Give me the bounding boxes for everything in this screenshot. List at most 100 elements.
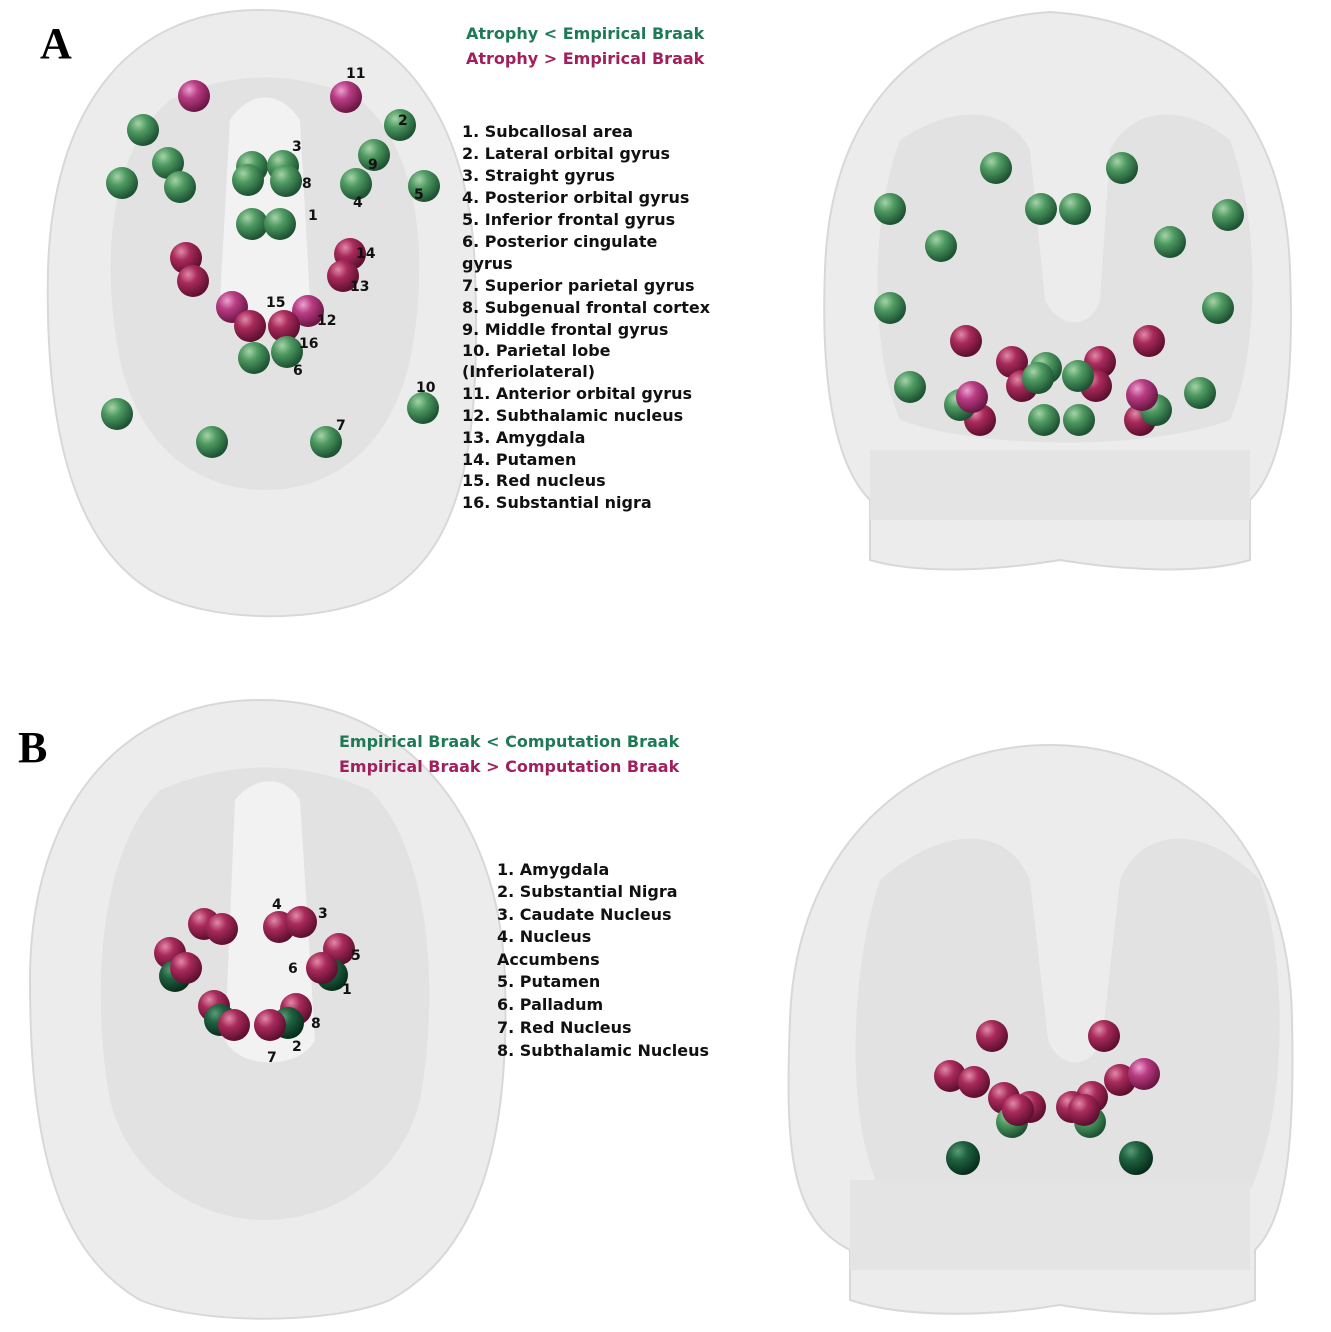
node-label: 2 bbox=[292, 1039, 302, 1055]
node-label: 6 bbox=[293, 363, 303, 379]
node-label: 4 bbox=[272, 897, 282, 913]
node-label: 1 bbox=[342, 982, 352, 998]
node bbox=[1202, 292, 1234, 324]
node-label: 15 bbox=[266, 295, 285, 311]
node bbox=[874, 292, 906, 324]
node-label: 3 bbox=[292, 139, 302, 155]
region-b-8: 8. Subthalamic Nucleus bbox=[497, 1041, 709, 1060]
node bbox=[1002, 1094, 1034, 1126]
region-a-4: 4. Posterior orbital gyrus bbox=[462, 188, 689, 207]
region-a-15: 15. Red nucleus bbox=[462, 471, 606, 490]
node bbox=[1068, 1094, 1100, 1126]
node bbox=[980, 152, 1012, 184]
region-a-16: 16. Substantial nigra bbox=[462, 493, 652, 512]
region-b-1: 1. Amygdala bbox=[497, 860, 609, 879]
region-a-1: 1. Subcallosal area bbox=[462, 122, 633, 141]
node bbox=[1062, 360, 1094, 392]
node bbox=[894, 371, 926, 403]
node bbox=[306, 952, 338, 984]
node bbox=[206, 913, 238, 945]
node bbox=[1025, 193, 1057, 225]
node bbox=[218, 1009, 250, 1041]
node bbox=[1106, 152, 1138, 184]
region-a-5: 5. Inferior frontal gyrus bbox=[462, 210, 675, 229]
node bbox=[1119, 1141, 1153, 1175]
node bbox=[407, 392, 439, 424]
panel-letter-b: B bbox=[18, 723, 47, 772]
node bbox=[1212, 199, 1244, 231]
node bbox=[976, 1020, 1008, 1052]
node-label: 16 bbox=[299, 336, 318, 352]
node bbox=[1154, 226, 1186, 258]
node-label: 8 bbox=[311, 1016, 321, 1032]
brain-coronal-b bbox=[789, 745, 1293, 1314]
region-b-4: 4. Nucleus bbox=[497, 927, 591, 946]
node-label: 5 bbox=[351, 948, 361, 964]
legend-b-greater: Empirical Braak > Computation Braak bbox=[339, 757, 680, 776]
node-label: 7 bbox=[267, 1050, 277, 1066]
node-label: 6 bbox=[288, 961, 298, 977]
panel-b: B Empirical Braak < Computation Braak Em… bbox=[18, 700, 1293, 1319]
node bbox=[1059, 193, 1091, 225]
node bbox=[950, 325, 982, 357]
node-label: 1 bbox=[308, 208, 318, 224]
node-label: 8 bbox=[302, 176, 312, 192]
node bbox=[196, 426, 228, 458]
node-label: 14 bbox=[356, 246, 376, 262]
region-a-12: 12. Subthalamic nucleus bbox=[462, 406, 683, 425]
node bbox=[236, 208, 268, 240]
brain-coronal-a bbox=[824, 12, 1291, 569]
node-label: 3 bbox=[318, 906, 328, 922]
region-b-5: 5. Putamen bbox=[497, 972, 600, 991]
node bbox=[958, 1066, 990, 1098]
node bbox=[285, 906, 317, 938]
node bbox=[1126, 379, 1158, 411]
region-a-10: 10. Parietal lobe bbox=[462, 341, 611, 360]
node-label: 2 bbox=[398, 113, 408, 129]
node bbox=[264, 208, 296, 240]
region-a-11: 11. Anterior orbital gyrus bbox=[462, 384, 692, 403]
node bbox=[238, 342, 270, 374]
node bbox=[1184, 377, 1216, 409]
node bbox=[170, 952, 202, 984]
panel-a: A Atrophy < Empirical Braak Atrophy > Em… bbox=[40, 10, 1291, 616]
node bbox=[232, 164, 264, 196]
node bbox=[1028, 404, 1060, 436]
node bbox=[101, 398, 133, 430]
node bbox=[254, 1009, 286, 1041]
node bbox=[127, 114, 159, 146]
node bbox=[408, 170, 440, 202]
node bbox=[1022, 362, 1054, 394]
region-b-7: 7. Red Nucleus bbox=[497, 1018, 632, 1037]
node bbox=[1128, 1058, 1160, 1090]
region-a-14: 14. Putamen bbox=[462, 450, 576, 469]
region-b-3: 3. Caudate Nucleus bbox=[497, 905, 672, 924]
node bbox=[234, 310, 266, 342]
node bbox=[1063, 404, 1095, 436]
region-list-a: 1. Subcallosal area 2. Lateral orbital g… bbox=[462, 122, 711, 512]
region-a-13: 13. Amygdala bbox=[462, 428, 585, 447]
node-label: 10 bbox=[416, 380, 436, 396]
region-list-b: 1. Amygdala 2. Substantial Nigra 3. Caud… bbox=[497, 860, 709, 1060]
region-a-10b: (Inferiolateral) bbox=[462, 362, 595, 381]
legend-b-less: Empirical Braak < Computation Braak bbox=[339, 732, 680, 751]
region-a-6b: gyrus bbox=[462, 254, 513, 273]
region-a-3: 3. Straight gyrus bbox=[462, 166, 615, 185]
region-a-7: 7. Superior parietal gyrus bbox=[462, 276, 695, 295]
legend-a-greater: Atrophy > Empirical Braak bbox=[466, 49, 705, 68]
node bbox=[956, 381, 988, 413]
node bbox=[1088, 1020, 1120, 1052]
node-label: 5 bbox=[414, 187, 424, 203]
node-label: 13 bbox=[350, 279, 369, 295]
region-a-6: 6. Posterior cingulate bbox=[462, 232, 657, 251]
node-label: 7 bbox=[336, 418, 346, 434]
region-a-2: 2. Lateral orbital gyrus bbox=[462, 144, 670, 163]
node bbox=[177, 265, 209, 297]
panel-letter-a: A bbox=[40, 19, 72, 68]
node bbox=[330, 81, 362, 113]
node-label: 11 bbox=[346, 66, 365, 82]
node-label: 4 bbox=[353, 195, 363, 211]
node-label: 9 bbox=[368, 157, 378, 173]
brain-axial-a bbox=[48, 10, 476, 616]
